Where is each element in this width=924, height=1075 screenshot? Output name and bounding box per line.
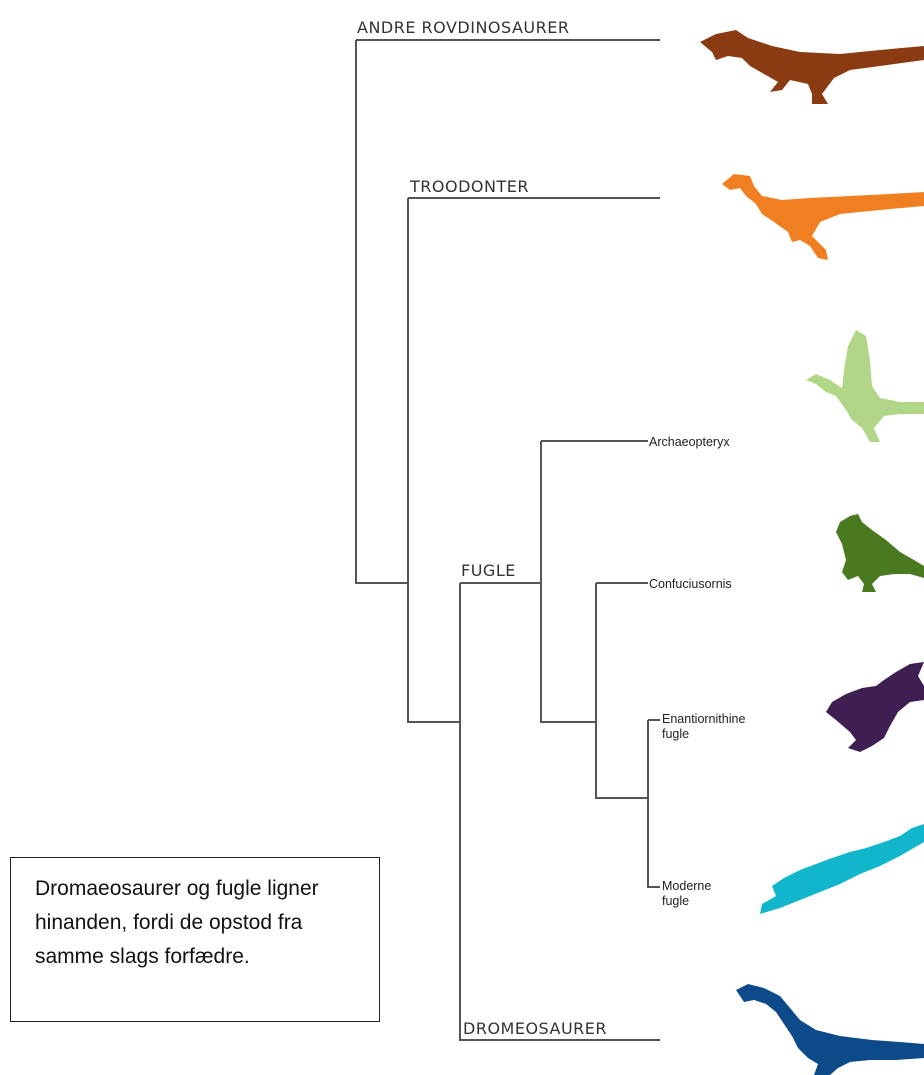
note-box: Dromaeosaurer og fugle ligner hinanden, … <box>10 857 380 1022</box>
moderne-fugle-silhouette <box>760 824 924 914</box>
branch-confuciusornis <box>595 582 648 799</box>
taxon-label-moderne-line2: fugle <box>662 894 689 908</box>
clade-label-fugle: FUGLE <box>461 561 516 580</box>
taxon-label-enantiornithine-line1: Enantiornithine <box>662 712 745 726</box>
taxon-label-confuciusornis: Confuciusornis <box>649 577 732 591</box>
troodonter-silhouette <box>722 174 924 260</box>
clade-label-dromeosaurer: DROMEOSAURER <box>463 1019 607 1038</box>
note-text: Dromaeosaurer og fugle ligner hinanden, … <box>35 877 319 968</box>
taxon-label-archaeopteryx: Archaeopteryx <box>649 435 730 449</box>
branch-archaeopteryx <box>540 440 648 723</box>
clade-label-troodonter: TROODONTER <box>409 177 529 196</box>
branch-enantiornithine <box>647 719 660 888</box>
branch-fugle <box>459 582 660 1041</box>
branch-andre-rovdinosaurer <box>355 39 660 584</box>
clade-label-andre-rovdinosaurer: ANDRE ROVDINOSAURER <box>357 18 569 37</box>
andre-rovdinosaurer-silhouette <box>700 30 924 104</box>
confuciusornis-silhouette <box>836 514 924 592</box>
enantiornithine-silhouette <box>826 662 924 752</box>
taxon-label-enantiornithine-line2: fugle <box>662 727 689 741</box>
taxon-label-moderne-line1: Moderne <box>662 879 711 893</box>
tree-branches <box>355 39 660 1041</box>
dromeosaurer-silhouette <box>736 984 924 1075</box>
archaeopteryx-silhouette <box>806 330 924 442</box>
branch-troodonter <box>407 197 660 723</box>
